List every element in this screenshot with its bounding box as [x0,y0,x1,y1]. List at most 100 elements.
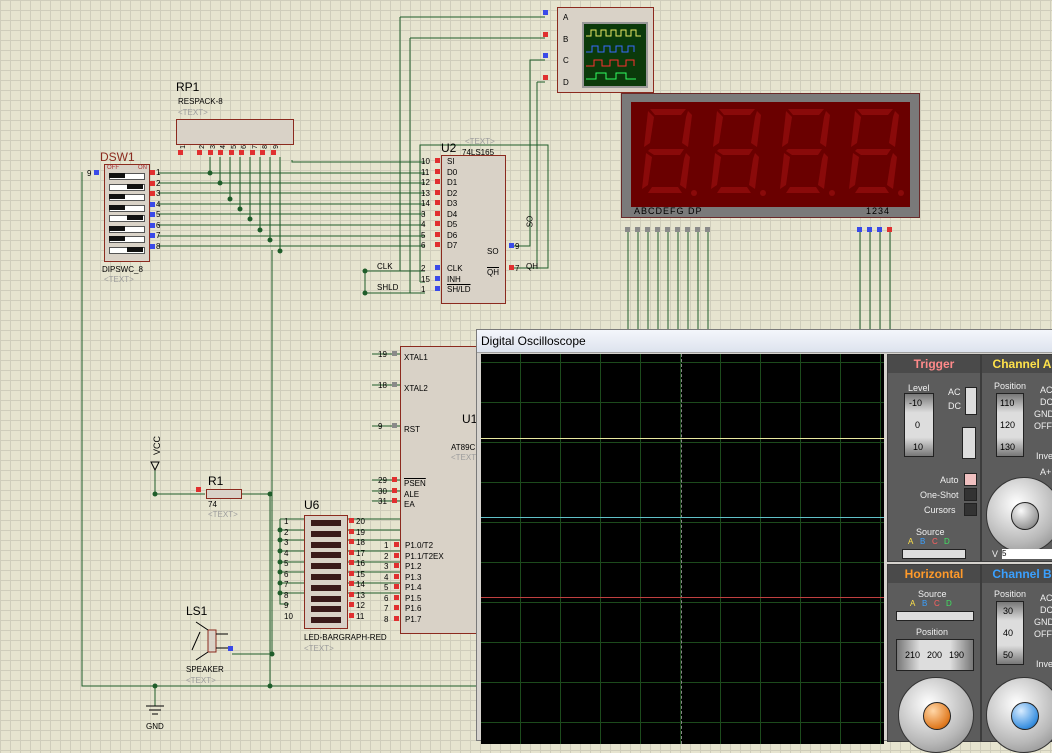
u6-body[interactable] [304,515,348,629]
u1-pin-marker [392,423,397,428]
dsw1-on-label: ON [138,165,147,171]
dip-switch-lever[interactable] [109,173,125,178]
coupling-mode[interactable]: DC [1040,605,1052,615]
trigger-coupling-switch[interactable] [965,387,977,415]
rp1-pin-label: 5 [230,145,238,149]
oscilloscope-title[interactable]: Digital Oscilloscope [477,330,1052,353]
source-option[interactable]: C [934,599,940,608]
source-option[interactable]: D [944,537,950,546]
coupling-mode[interactable]: DC [1040,397,1052,407]
trigger-oneshot-button[interactable] [964,488,977,501]
channel-b-position-wheel[interactable]: 30 40 50 [996,601,1024,665]
u1-p1-pin-number: 8 [384,614,389,624]
ls1-ref[interactable]: LS1 [186,604,208,618]
horizontal-timebase-knob[interactable] [923,702,951,730]
rp1-pin-label: 1 [180,145,187,149]
coupling-mode[interactable]: AC [1040,593,1052,603]
u2-pin-number: 1 [421,285,426,294]
u2-pin-name: D3 [447,199,458,208]
channel-b-volts-dial[interactable] [986,677,1052,753]
oscilloscope-window[interactable]: Digital Oscilloscope Trigger Level -10 0… [476,329,1052,753]
u1-p1-pin-name: P1.0/T2 [405,541,434,550]
source-option[interactable]: B [922,599,928,608]
trace-c [481,597,884,598]
coupling-mode[interactable]: GND [1034,617,1052,627]
u1-pin-name: XTAL2 [404,384,428,393]
channel-a-volts-field[interactable]: 5 [1002,549,1052,559]
display-digit-pin [877,227,882,232]
u6-right-pin-marker [349,581,354,586]
probe-channel-marker [543,10,548,15]
u6-left-pin-number: 10 [284,611,293,621]
dip-switch-lever[interactable] [109,236,125,241]
dsw1-ref[interactable]: DSW1 [100,150,135,164]
coupling-mode[interactable]: OFF [1034,629,1052,639]
source-option[interactable]: D [946,599,952,608]
channel-a-volts-dial[interactable] [986,477,1052,553]
horizontal-source-slider[interactable] [896,611,974,621]
channel-a-invert-label: Invert [1036,451,1052,461]
source-option[interactable]: C [932,537,938,546]
probe-channel-marker [543,53,548,58]
u6-left-pin-number: 9 [284,601,289,610]
r1-value: 74 [208,500,217,509]
r1-ref[interactable]: R1 [208,474,224,488]
dip-switch-lever[interactable] [127,215,143,220]
u2-ref[interactable]: U2 [441,141,457,155]
r1-pin-left [196,487,201,492]
horizontal-position-wheel[interactable]: 210 200 190 [896,639,974,671]
u6-right-pin-number: 16 [356,559,365,568]
bargraph-segment [311,530,341,537]
u2-pin-name: D7 [447,241,458,250]
channel-a-volts-knob[interactable] [1011,502,1039,530]
trigger-source-slider[interactable] [902,549,966,559]
rp1-body[interactable] [176,119,294,145]
channel-b-volts-knob[interactable] [1011,702,1039,730]
source-option[interactable]: A [908,537,914,546]
dip-switch-lever[interactable] [127,183,143,189]
coupling-mode[interactable]: OFF [1034,421,1052,431]
bargraph-segment [311,606,341,613]
speaker-symbol[interactable] [188,620,234,662]
dsw1-body[interactable]: OFF ON [104,164,150,262]
u6-left-pin-number: 6 [284,569,289,579]
display-segment-pin [655,227,660,232]
u2-pin-name: D4 [447,209,458,219]
dsw1-pin-marker [150,212,155,217]
u1-p1-pin-marker [394,605,399,610]
dip-switch-lever[interactable] [109,194,125,199]
display-segment-pin [705,227,710,232]
rp1-ref[interactable]: RP1 [176,80,200,94]
scope-screen[interactable] [481,354,884,744]
u2-body[interactable] [441,155,506,304]
trigger-level-wheel[interactable]: -10 0 10 [904,393,934,457]
dsw1-pin-marker [150,222,155,228]
dip-switch-lever[interactable] [109,204,125,210]
coupling-mode[interactable]: AC [1040,385,1052,395]
u1-pin-marker [392,477,397,482]
u1-p1-pin-name: P1.2 [405,562,422,571]
u1-pin-number: 30 [378,487,387,496]
logic-analyzer-probe[interactable] [557,7,654,93]
trigger-title: Trigger [888,355,980,373]
dsw1-pin-label: 5 [156,210,161,219]
source-option[interactable]: B [920,537,926,546]
rp1-pin-label: 9 [272,145,280,149]
trigger-auto-button[interactable] [964,473,977,486]
horizontal-timebase-dial[interactable] [898,677,974,753]
channel-a-position-wheel[interactable]: 110 120 130 [996,393,1024,457]
seven-segment-digit [642,109,697,196]
dip-switch-lever[interactable] [127,246,143,252]
u1-ref[interactable]: U1 [462,412,478,426]
trigger-edge-switch[interactable] [962,427,976,459]
source-option[interactable]: A [910,599,916,608]
dsw1-pin-marker [150,233,155,238]
coupling-mode[interactable]: GND [1034,409,1052,419]
r1-body[interactable] [206,489,242,499]
u6-ref[interactable]: U6 [304,498,320,512]
rp1-pin-marker [178,150,183,155]
u2-pin-marker [435,286,440,291]
trigger-cursors-button[interactable] [964,503,977,516]
dip-switch-lever[interactable] [109,225,125,231]
